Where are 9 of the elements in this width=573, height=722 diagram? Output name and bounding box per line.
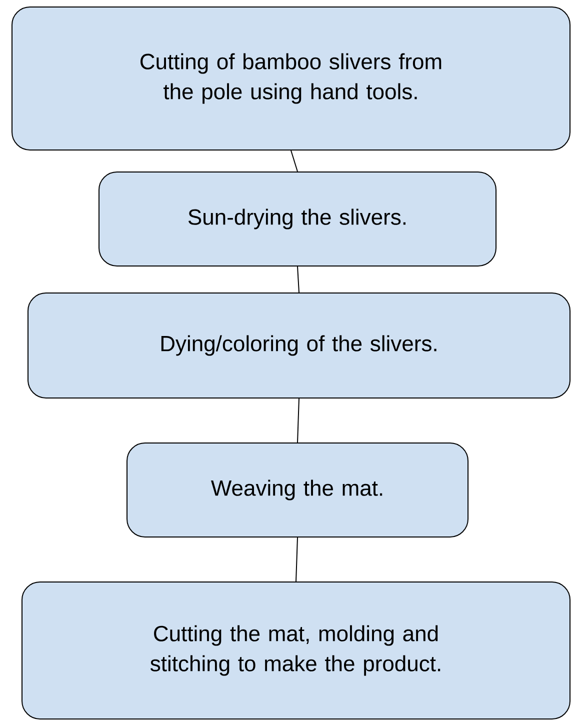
process-box: Sun-drying the slivers. (98, 172, 496, 266)
connector-line (290, 150, 298, 172)
connector-line (296, 537, 298, 582)
process-box: Cutting of bamboo slivers from the pole using hand tools. (12, 6, 570, 150)
process-box: Dying/coloring of the slivers. (28, 292, 570, 398)
connector-line (297, 266, 300, 293)
process-box: Cutting the mat, molding and stitching to make the product. (22, 582, 570, 720)
connector-line (297, 398, 300, 443)
process-box: Weaving the mat. (126, 442, 468, 538)
